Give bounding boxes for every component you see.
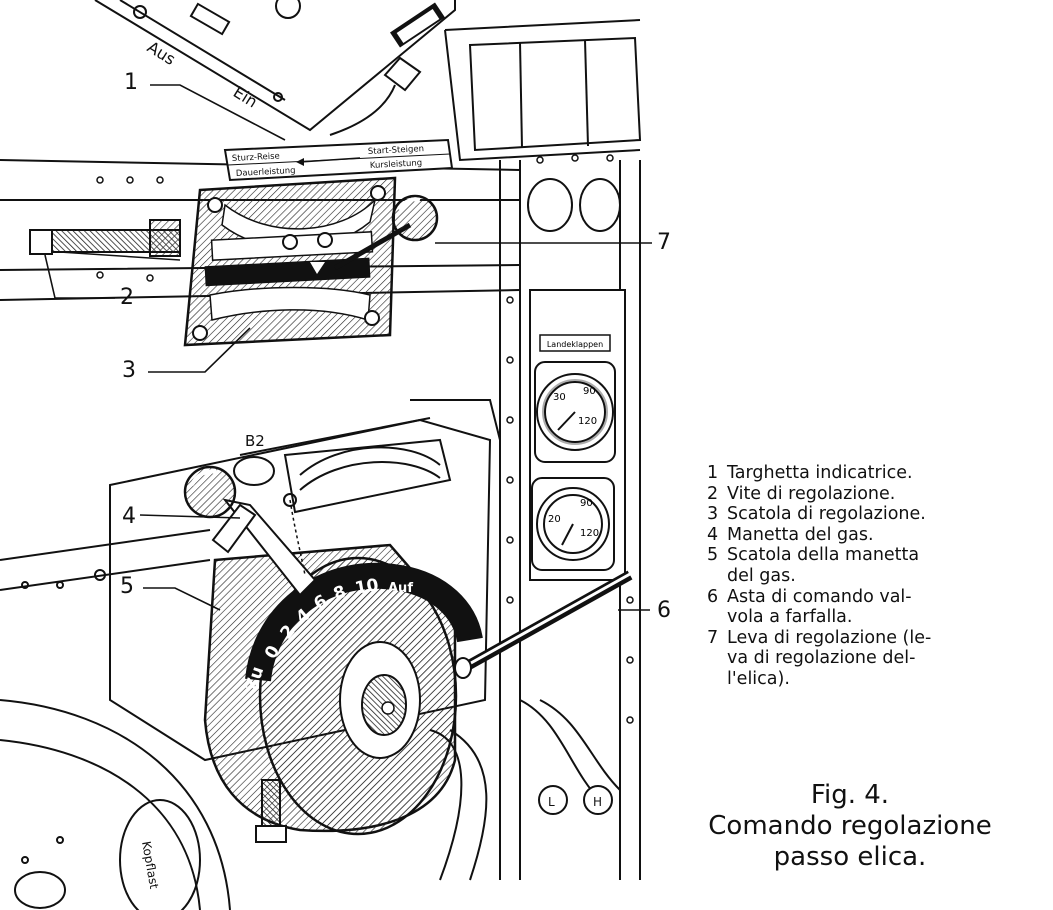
legend-line: Scatola della manetta	[727, 545, 920, 566]
gauge-lower-tick-1: 90	[580, 498, 593, 509]
legend-number: 4	[707, 524, 719, 545]
legend-item: 6 Asta di comando val- vola a farfalla.	[707, 587, 1007, 628]
legend-text: Scatola di regolazione.	[727, 504, 926, 525]
leader-3	[148, 327, 251, 373]
legend-text: Manetta del gas.	[727, 524, 874, 545]
callout-2: 2	[120, 285, 134, 310]
nameplate-top-right: Start-Steigen	[368, 144, 425, 157]
caption-title-line: Comando regolazione	[708, 811, 992, 841]
caption-title-line: passo elica.	[773, 842, 927, 872]
legend-text: Scatola della manetta del gas.	[727, 545, 1007, 586]
upper-switch-panel	[94, 0, 456, 136]
legend-line: Asta di comando val-	[727, 586, 912, 607]
switch-label-on: Ein	[230, 82, 261, 111]
leader-1	[150, 84, 286, 141]
legend-line: vola a farfalla.	[727, 607, 853, 628]
indicator-nameplate: Sturz-Reise Start-Steigen Dauerleistung …	[223, 138, 454, 182]
legend-line: del gas.	[727, 565, 796, 586]
flap-gauge-plate: Landeklappen 30 90 120 20 90 120	[529, 289, 626, 581]
legend-number: 5	[707, 545, 719, 566]
gauge-upper-tick-2: 120	[578, 416, 597, 427]
legend-line: l'elica).	[727, 668, 790, 689]
caption-figure-number: Fig. 4.	[810, 780, 890, 810]
callout-5: 5	[120, 574, 134, 599]
gauge-lower-tick-2: 120	[580, 528, 599, 539]
lower-parts	[0, 569, 621, 910]
gauge-lower	[531, 477, 615, 571]
nameplate-top-left: Sturz-Reise	[232, 152, 280, 164]
valve-label-right: H	[593, 795, 602, 809]
legend-item: 4 Manetta del gas.	[707, 525, 1007, 546]
regulator-box	[183, 176, 397, 347]
throttle-scale-7: Auf	[388, 581, 413, 596]
legend-text: Targhetta indicatrice.	[727, 463, 913, 483]
throttle-housing	[203, 543, 483, 836]
leader-lines	[44, 84, 652, 611]
gauge-upper-tick-0: 30	[553, 392, 566, 403]
nameplate-bottom-left: Dauerleistung	[236, 166, 296, 179]
rivets-right	[96, 154, 634, 724]
leader-5	[143, 587, 221, 611]
figure-caption: Fig. 4. Comando regolazione passo elica.	[700, 780, 1000, 873]
gauge-upper	[534, 361, 616, 463]
callout-6: 6	[657, 598, 671, 623]
legend-line: va di regolazione del-	[727, 648, 916, 669]
leader-2	[44, 254, 115, 299]
parts-legend: 1 Targhetta indicatrice. 2 Vite di regol…	[707, 463, 1007, 690]
legend-item: 5 Scatola della manetta del gas.	[707, 545, 1007, 586]
gauge-lower-tick-0: 20	[548, 514, 561, 525]
legend-text: Asta di comando val- vola a farfalla.	[727, 587, 1007, 628]
legend-number: 6	[707, 586, 719, 607]
legend-item: 1 Targhetta indicatrice.	[707, 463, 1007, 484]
lower-panel	[0, 399, 501, 762]
nameplate-bottom-right: Kursleistung	[370, 158, 423, 171]
throttle-scale-6: 10	[353, 575, 380, 599]
adjusting-screw	[29, 219, 181, 261]
legend-item: 3 Scatola di regolazione.	[707, 504, 1007, 525]
callout-4: 4	[122, 504, 136, 529]
legend-number: 1	[707, 463, 719, 483]
cockpit-drawing: Aus Ein Landeklappen	[0, 0, 652, 910]
panel-label: B2	[245, 432, 265, 450]
pitch-lever	[333, 194, 439, 271]
legend-item: 7 Leva di regolazione (le- va di regolaz…	[707, 628, 1007, 690]
legend-number: 2	[707, 483, 719, 504]
callout-1: 1	[124, 70, 138, 95]
callout-3: 3	[122, 358, 136, 383]
legend-line: Leva di regolazione (le-	[727, 627, 932, 648]
valve-label-left: L	[548, 795, 555, 809]
cylinder-label: Kopflast	[139, 840, 161, 890]
gauge-plate-label: Landeklappen	[547, 340, 603, 349]
throttle-lever	[183, 465, 317, 597]
legend-number: 3	[707, 504, 719, 525]
switch-label-off: Aus	[144, 37, 179, 69]
gauge-upper-tick-1: 90	[583, 386, 596, 397]
leader-4	[139, 514, 241, 519]
legend-text: Vite di regolazione.	[727, 483, 896, 504]
legend-text: Leva di regolazione (le- va di regolazio…	[727, 628, 1007, 690]
legend-item: 2 Vite di regolazione.	[707, 484, 1007, 505]
throttle-valve-rod	[454, 570, 633, 679]
legend-number: 7	[707, 627, 719, 648]
callout-7: 7	[657, 230, 671, 255]
